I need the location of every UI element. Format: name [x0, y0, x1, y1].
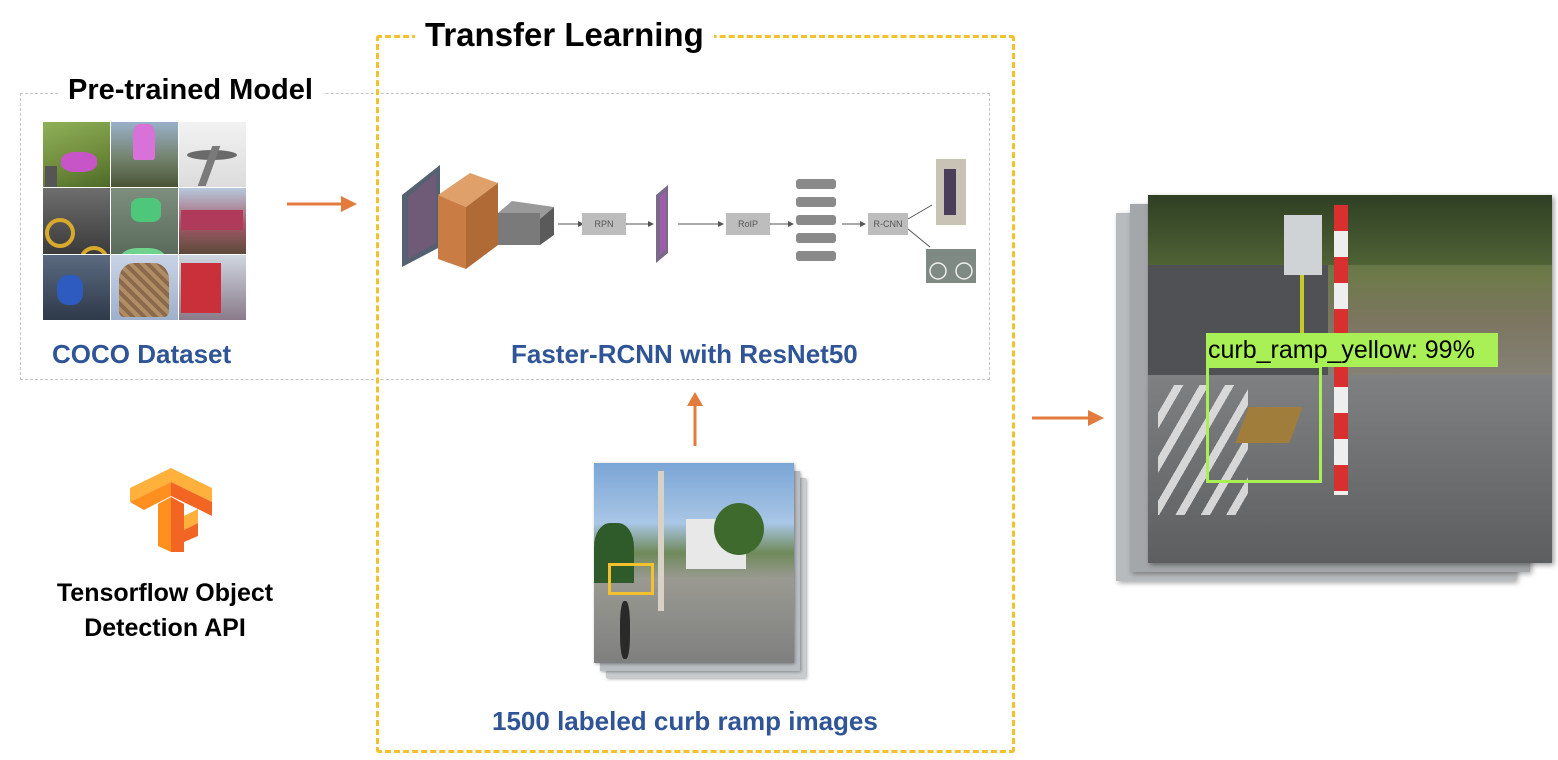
sign-pole [1300, 275, 1304, 335]
tree-canopy [1148, 195, 1552, 265]
coco-image-airplane [179, 122, 246, 188]
tensorflow-label-line2: Detection API [84, 614, 246, 642]
coco-image-chair [111, 188, 178, 254]
shadow-figure [620, 601, 630, 659]
training-image-street [594, 463, 794, 663]
resnet-backbone-cube [438, 173, 498, 207]
coco-dataset-caption: COCO Dataset [52, 339, 232, 369]
tensorflow-label-line1: Tensorflow Object [56, 579, 274, 607]
coco-image-motorcycle [43, 254, 110, 320]
rpn-box: RPN [582, 213, 626, 235]
tensorflow-api-label: Tensorflow Object Detection API [0, 576, 330, 646]
tree-shape [594, 523, 634, 583]
coco-image-horse [43, 122, 110, 188]
output-detection-image: curb_ramp_yellow: 99% [1148, 195, 1552, 563]
roi-feature-stack [796, 179, 836, 261]
curb-ramp-label-box [608, 563, 654, 595]
detection-label: curb_ramp_yellow: 99% [1206, 333, 1498, 367]
tensorflow-logo-icon [130, 468, 212, 552]
transfer-learning-heading: Transfer Learning [415, 16, 714, 54]
pretrained-model-box [20, 93, 990, 380]
model-caption: Faster-RCNN with ResNet50 [511, 339, 858, 369]
rcnn-box: R-CNN [868, 213, 908, 235]
utility-pole [658, 471, 664, 611]
arrow-coco-to-model [287, 196, 357, 212]
detection-bounding-box [1206, 365, 1322, 483]
coco-image-bus [179, 254, 246, 320]
coco-image-train [179, 188, 246, 254]
arrow-model-to-output [1032, 410, 1104, 426]
coco-image-rider [111, 122, 178, 188]
training-images-caption: 1500 labeled curb ramp images [492, 706, 878, 736]
coco-sample-images [43, 122, 246, 320]
coco-image-bicycle [43, 188, 110, 254]
crosswalk-stripes [1158, 385, 1248, 515]
roip-box: RoIP [726, 213, 770, 235]
sign-back [1284, 215, 1322, 275]
coco-image-basket [111, 254, 178, 320]
tree-shape-right [714, 503, 764, 555]
faster-rcnn-pipeline-diagram [402, 159, 976, 283]
arrow-images-to-model [687, 392, 703, 446]
pretrained-model-heading: Pre-trained Model [58, 74, 323, 107]
